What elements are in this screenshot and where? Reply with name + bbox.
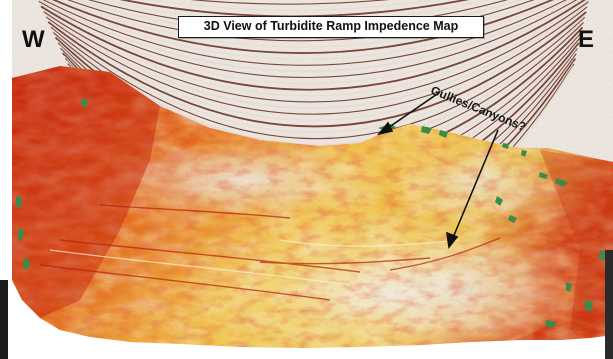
edge-highlights (16, 98, 606, 328)
arrow-shaft-upper (384, 91, 441, 131)
right-edge-strip (605, 250, 613, 359)
arrow-shaft-lower (451, 129, 499, 241)
west-direction-label: W (22, 26, 45, 53)
arrow-head-upper (376, 121, 394, 136)
east-direction-label: E (578, 26, 595, 53)
left-edge-strip (0, 280, 8, 359)
figure-title: 3D View of Turbidite Ramp Impedence Map (178, 16, 484, 38)
annotation-arrows (376, 91, 499, 249)
arrow-head-lower (446, 231, 459, 249)
